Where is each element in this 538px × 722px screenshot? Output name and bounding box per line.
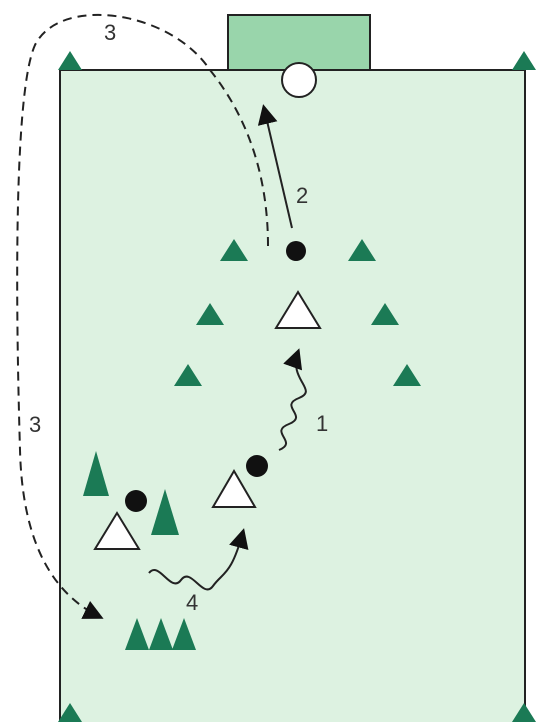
ball-center: [286, 241, 306, 261]
cone-lower-right: [393, 364, 421, 386]
stacked-cone-3: [172, 618, 196, 650]
stacked-cone-1: [125, 618, 149, 650]
corner-cone-bottom-left: [58, 703, 82, 722]
playing-field: [59, 69, 526, 722]
cone-lower-left: [174, 364, 202, 386]
step-label-1: 1: [316, 411, 328, 436]
corner-cone-top-right: [512, 51, 536, 70]
step-label-3-side: 3: [29, 412, 41, 437]
cone-upper-right: [348, 239, 376, 261]
step-label-3-top: 3: [104, 20, 116, 45]
step-label-2: 2: [296, 183, 308, 208]
cone-upper-left: [220, 239, 248, 261]
ball-left: [125, 490, 147, 512]
player-middle: [211, 469, 257, 508]
shot-path: [257, 104, 293, 229]
cone-middle-right: [371, 303, 399, 325]
ball-middle: [246, 455, 268, 477]
cone-middle-left: [196, 303, 224, 325]
goal-ball: [281, 62, 317, 98]
step-label-4: 4: [186, 590, 198, 615]
player-left: [93, 511, 141, 550]
stacked-cone-2: [149, 618, 173, 650]
tall-cone-left: [83, 451, 109, 496]
corner-cone-top-left: [58, 51, 82, 70]
dribble-path-1: [278, 348, 307, 451]
tall-cone-right: [151, 489, 179, 535]
goal-area: [227, 14, 371, 71]
corner-cone-bottom-right: [512, 703, 536, 722]
run-path: [16, 14, 269, 619]
player-center: [274, 290, 322, 329]
dribble-path-4: [148, 528, 249, 591]
